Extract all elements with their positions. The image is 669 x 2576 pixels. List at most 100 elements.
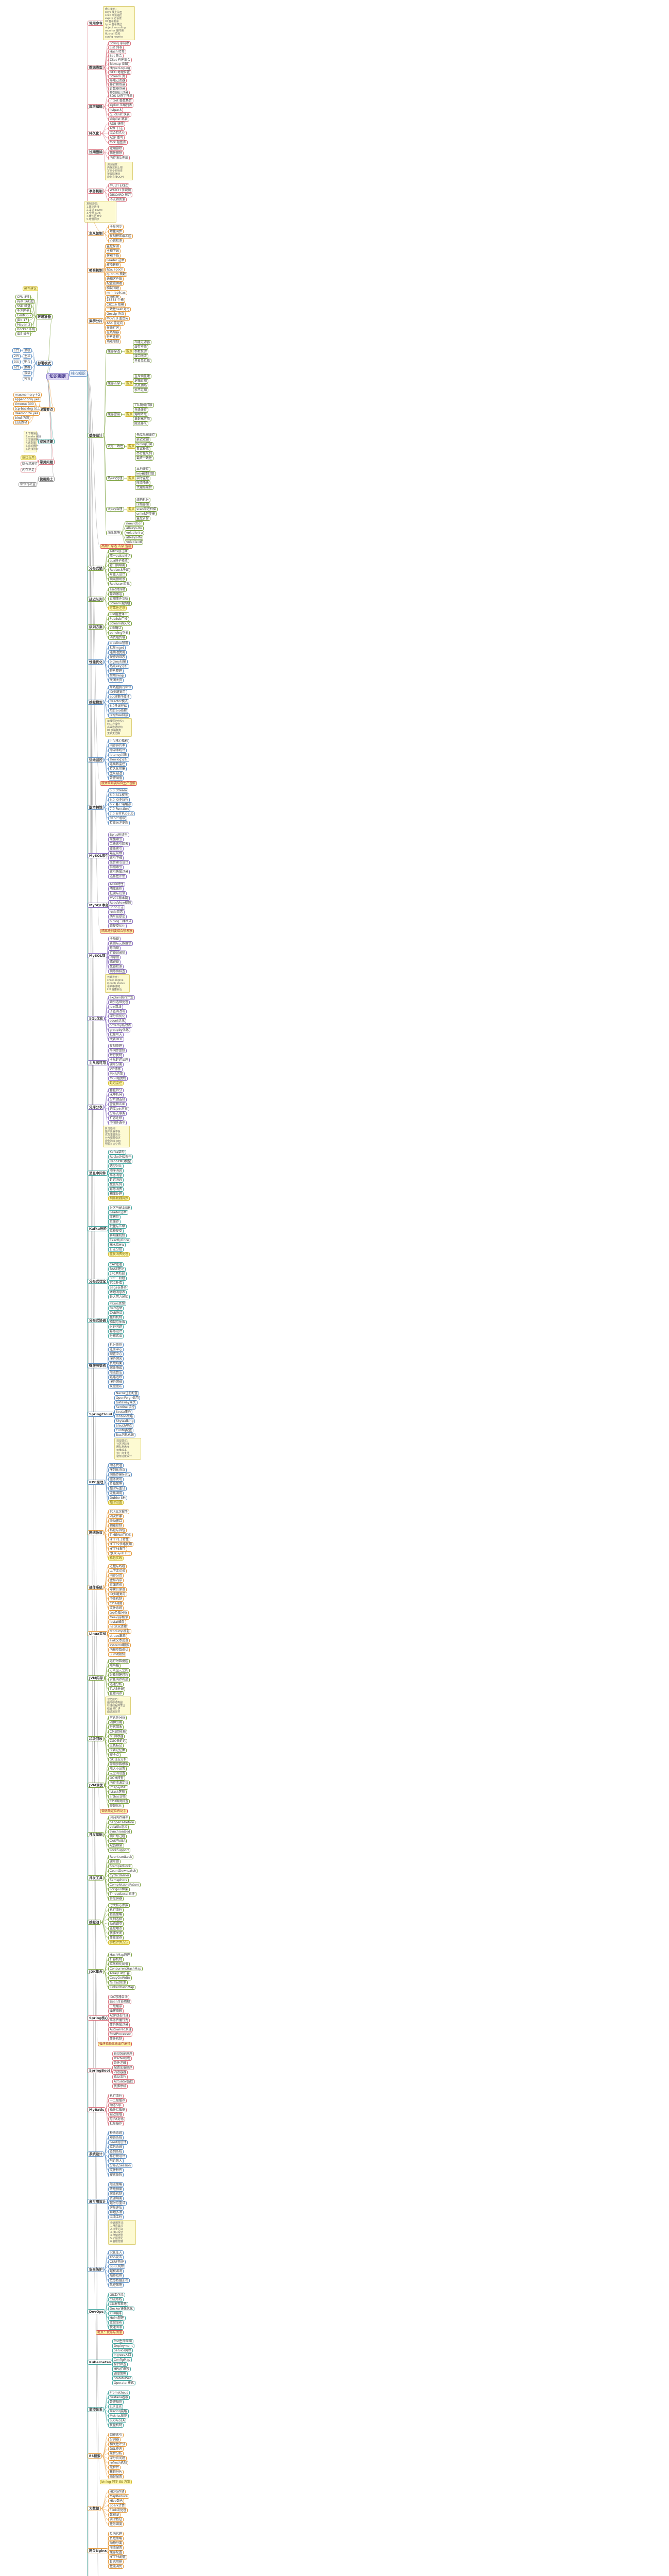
topic-node[interactable]: 常用参数模板: [108, 1762, 130, 1767]
topic-node[interactable]: ConfigMap: [112, 2358, 132, 2362]
topic-node[interactable]: 复制原理: [108, 1044, 124, 1048]
topic-node[interactable]: Ingress入口: [112, 2353, 133, 2358]
topic-node[interactable]: 再均衡机制: [108, 1233, 127, 1238]
topic-node[interactable]: systemd服务: [108, 1643, 131, 1648]
topic-node[interactable]: 风控策略: [108, 2283, 124, 2287]
section-topic[interactable]: 延迟队列: [88, 597, 104, 602]
topic-node[interactable]: Lua原子释放: [108, 558, 129, 563]
topic-node[interactable]: 限流策略: [108, 2182, 124, 2187]
topic-node[interactable]: Prometheus: [108, 2391, 130, 2395]
topic-node[interactable]: CPU飙高排查: [108, 1799, 130, 1804]
topic-node[interactable]: binlog订阅: [135, 442, 154, 447]
topic-node[interactable]: K8s编排: [108, 2311, 123, 2316]
hub-topic[interactable]: 核心知识: [69, 370, 88, 377]
topic-node[interactable]: Nacos注册配置: [114, 1391, 140, 1396]
topic-node[interactable]: arthas诊断: [108, 1794, 128, 1799]
topic-node[interactable]: 锁升级过程: [108, 1834, 127, 1839]
section-topic[interactable]: SQL优化: [88, 1016, 105, 1021]
emphasis-node[interactable]: 考点：发布与回滚: [96, 2330, 124, 2335]
topic-node[interactable]: 对象内存布局: [108, 1677, 130, 1682]
topic-node[interactable]: 16384 个槽: [105, 298, 125, 302]
topic-node[interactable]: Actuator监控: [112, 2079, 135, 2084]
topic-node[interactable]: MapReduce: [108, 2494, 129, 2499]
topic-node[interactable]: TLAB分配: [108, 1687, 126, 1691]
topic-node[interactable]: 与JPA对比: [108, 2117, 126, 2122]
topic-node[interactable]: 间隙锁: [108, 955, 121, 960]
topic-node[interactable]: Gateway网关: [114, 1400, 138, 1405]
topic-node[interactable]: 缓存空值: [133, 345, 149, 349]
topic-node[interactable]: 压缩存储: [135, 502, 151, 507]
topic-node[interactable]: 堆与栈: [108, 1664, 121, 1668]
topic-node[interactable]: CMS回收器: [108, 1730, 128, 1734]
topic-node[interactable]: allkeys-lru: [125, 526, 144, 531]
topic-node[interactable]: 泛化调用: [108, 1491, 124, 1496]
section-topic[interactable]: Spring核心: [88, 2015, 110, 2021]
topic-node[interactable]: CD发布策略: [108, 2302, 128, 2307]
section-topic[interactable]: DevOps: [88, 2309, 106, 2314]
topic-node[interactable]: 停顿优化: [108, 1804, 124, 1808]
topic-node[interactable]: WATCH 乐观锁: [108, 188, 133, 193]
topic-node[interactable]: 故障转移: [105, 263, 121, 267]
topic-node[interactable]: 热点key分析: [108, 664, 129, 669]
topic-node[interactable]: 淘汰策略: [106, 531, 122, 535]
section-topic[interactable]: 集群分片: [88, 318, 104, 324]
section-topic[interactable]: 高可用设计: [88, 2199, 108, 2204]
topic-node[interactable]: appendonly yes: [13, 397, 41, 402]
topic-node[interactable]: GC日志分析: [108, 1757, 128, 1762]
topic-node[interactable]: ArrayList扩容: [108, 1971, 131, 1976]
topic-node[interactable]: Docker 环境: [15, 327, 37, 332]
topic-node[interactable]: XSS攻击: [108, 2255, 124, 2260]
topic-node[interactable]: 时钟问题: [108, 1325, 124, 1329]
topic-node[interactable]: 聚合分析: [108, 2451, 124, 2456]
topic-node[interactable]: G1回收器: [108, 1734, 125, 1739]
topic-node[interactable]: 异地多活: [108, 2210, 124, 2215]
topic-node[interactable]: 聚簇索引: [108, 837, 124, 842]
section-topic[interactable]: 网关Nginx: [88, 2548, 109, 2553]
topic-node[interactable]: 秒杀系统: [108, 2131, 124, 2136]
topic-node[interactable]: 搜索联想: [108, 2173, 124, 2177]
topic-node[interactable]: 段合并: [108, 2465, 121, 2470]
topic-node[interactable]: 最大努力通知: [108, 1295, 130, 1299]
topic-node[interactable]: 代理层聚合: [135, 485, 154, 490]
topic-node[interactable]: 快速回滚: [108, 2325, 124, 2330]
topic-node[interactable]: 幂等设计: [108, 1329, 124, 1334]
topic-node[interactable]: VIP漂移: [108, 1067, 123, 1072]
topic-node[interactable]: JDK 17: [15, 318, 29, 323]
topic-node[interactable]: 延迟消息: [108, 1178, 124, 1182]
topic-node[interactable]: AQS框架: [108, 1843, 124, 1848]
topic-node[interactable]: AOF 日志: [108, 126, 125, 131]
topic-node[interactable]: 锁误删场景: [108, 577, 127, 582]
topic-node[interactable]: 7.0 分片PubSub: [108, 811, 135, 816]
topic-node[interactable]: bigkey扫描: [108, 659, 128, 664]
topic-node[interactable]: 四次挥手: [108, 1514, 124, 1519]
topic-node[interactable]: MOVED 重定向: [105, 316, 130, 321]
topic-node[interactable]: Seata事务: [114, 1410, 133, 1414]
topic-node[interactable]: 逃逸分析: [108, 1682, 124, 1687]
topic-node[interactable]: 双写一致性: [106, 444, 125, 449]
topic-node[interactable]: Redisson实现: [108, 582, 131, 586]
section-topic[interactable]: 主从高可用: [88, 1060, 108, 1065]
topic-node[interactable]: 事务传播行为: [108, 2018, 130, 2023]
section-topic[interactable]: RPC原理: [88, 1480, 105, 1485]
topic-node[interactable]: Ribbon策略: [114, 1414, 134, 1419]
topic-node[interactable]: Pod生命周期: [112, 2339, 133, 2344]
topic-node[interactable]: Docker镜像优化: [108, 2307, 135, 2311]
topic-node[interactable]: netstat连接: [108, 1624, 129, 1629]
section-topic[interactable]: 消息中间件: [88, 1171, 108, 1176]
topic-node[interactable]: 先库后删缓存: [135, 433, 157, 437]
topic-node[interactable]: 循环依赖: [108, 2009, 124, 2013]
topic-node[interactable]: 高水位HW: [108, 1243, 126, 1247]
topic-node[interactable]: 排行榜设计: [108, 2154, 127, 2159]
topic-node[interactable]: 任务调度: [108, 2522, 124, 2527]
topic-node[interactable]: Sentinel流控: [114, 1405, 136, 1410]
topic-node[interactable]: bind 内网: [13, 416, 30, 420]
topic-node[interactable]: 临键锁: [108, 960, 121, 964]
topic-node[interactable]: 分片键选择: [108, 1097, 127, 1102]
topic-node[interactable]: RabbitMQ模型: [108, 1159, 133, 1164]
emphasis-node[interactable]: 隔离级别要结合锁考察: [100, 929, 134, 934]
topic-node[interactable]: 拆分原则: [108, 1343, 124, 1347]
topic-node[interactable]: 行锁记录锁: [108, 951, 127, 955]
topic-node[interactable]: 混沌工程: [108, 2215, 124, 2219]
topic-node[interactable]: 监控探测: [105, 244, 121, 249]
topic-node[interactable]: StatefulSet: [112, 2376, 133, 2381]
